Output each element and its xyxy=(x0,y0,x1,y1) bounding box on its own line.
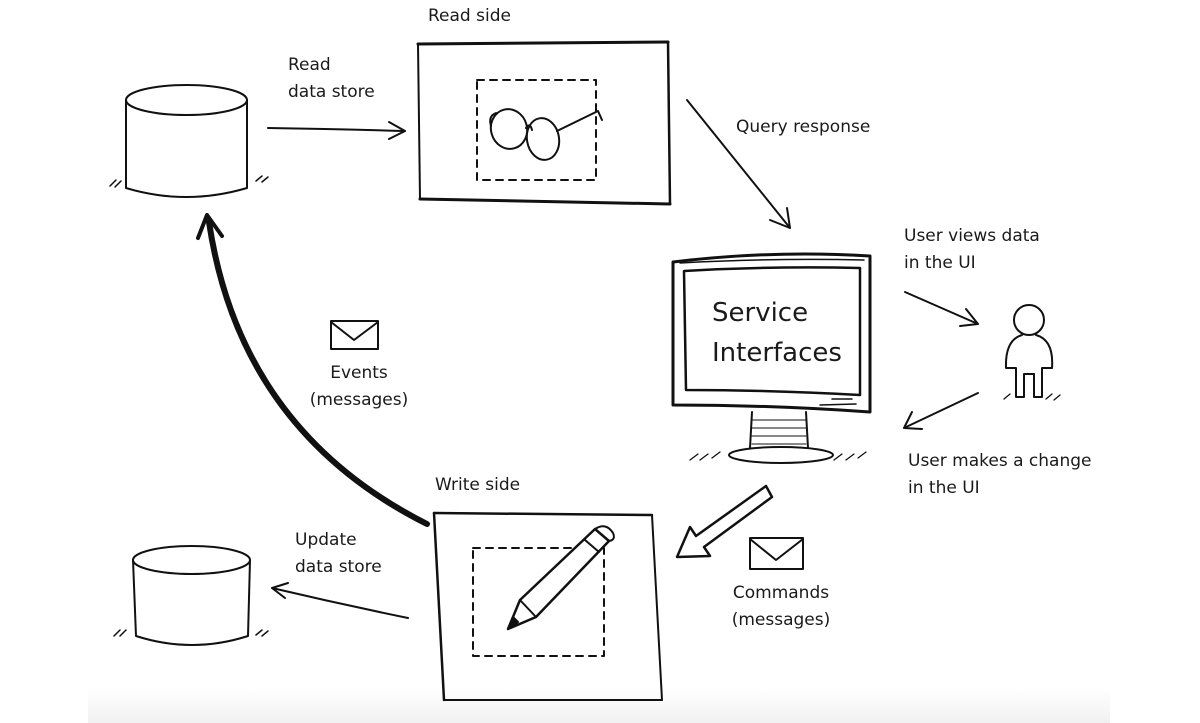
user-views-line1: User views data xyxy=(904,226,1040,246)
write-database-icon xyxy=(113,545,269,646)
query-response-label: Query response xyxy=(736,114,870,141)
read-side-box xyxy=(416,40,672,206)
update-data-store-label: Update data store xyxy=(295,527,382,581)
service-line2: Interfaces xyxy=(712,338,842,368)
commands-line2: (messages) xyxy=(731,610,831,630)
service-interfaces-label: Service Interfaces xyxy=(712,293,842,373)
events-envelope-icon xyxy=(330,320,379,350)
write-side-box xyxy=(432,511,663,702)
update-line2: data store xyxy=(295,557,382,577)
write-side-label: Write side xyxy=(435,472,520,499)
user-change-line2: in the UI xyxy=(908,478,980,498)
read-data-store-label: Read data store xyxy=(288,52,375,106)
read-store-arrow xyxy=(267,121,406,140)
events-line1: Events xyxy=(330,363,388,383)
write-side-text: Write side xyxy=(435,475,521,495)
query-response-text: Query response xyxy=(736,117,871,137)
commands-label: Commands (messages) xyxy=(722,580,840,634)
pencil-icon xyxy=(506,525,615,631)
glasses-icon xyxy=(489,108,603,161)
read-store-line2: data store xyxy=(288,82,375,102)
service-line1: Service xyxy=(712,298,809,328)
read-side-label: Read side xyxy=(428,3,511,30)
query-response-arrow xyxy=(686,99,791,229)
commands-line1: Commands xyxy=(732,583,830,603)
read-side-text: Read side xyxy=(428,6,511,26)
commands-envelope-icon xyxy=(749,537,804,570)
person-icon xyxy=(1003,304,1061,401)
user-views-label: User views data in the UI xyxy=(904,223,1040,277)
events-arrow xyxy=(196,213,430,527)
read-database-icon xyxy=(109,84,269,198)
events-line2: (messages) xyxy=(309,390,409,410)
update-line1: Update xyxy=(295,530,357,550)
events-label: Events (messages) xyxy=(304,360,414,414)
user-views-line2: in the UI xyxy=(904,253,976,273)
bottom-shade xyxy=(88,688,1110,723)
read-store-line1: Read xyxy=(288,55,331,75)
user-views-arrow xyxy=(904,291,979,327)
update-store-arrow xyxy=(271,582,409,619)
commands-arrow xyxy=(675,484,774,559)
user-change-label: User makes a change in the UI xyxy=(908,448,1091,502)
user-change-arrow xyxy=(903,392,979,430)
monitor-icon xyxy=(671,252,872,464)
user-change-line1: User makes a change xyxy=(908,451,1092,471)
